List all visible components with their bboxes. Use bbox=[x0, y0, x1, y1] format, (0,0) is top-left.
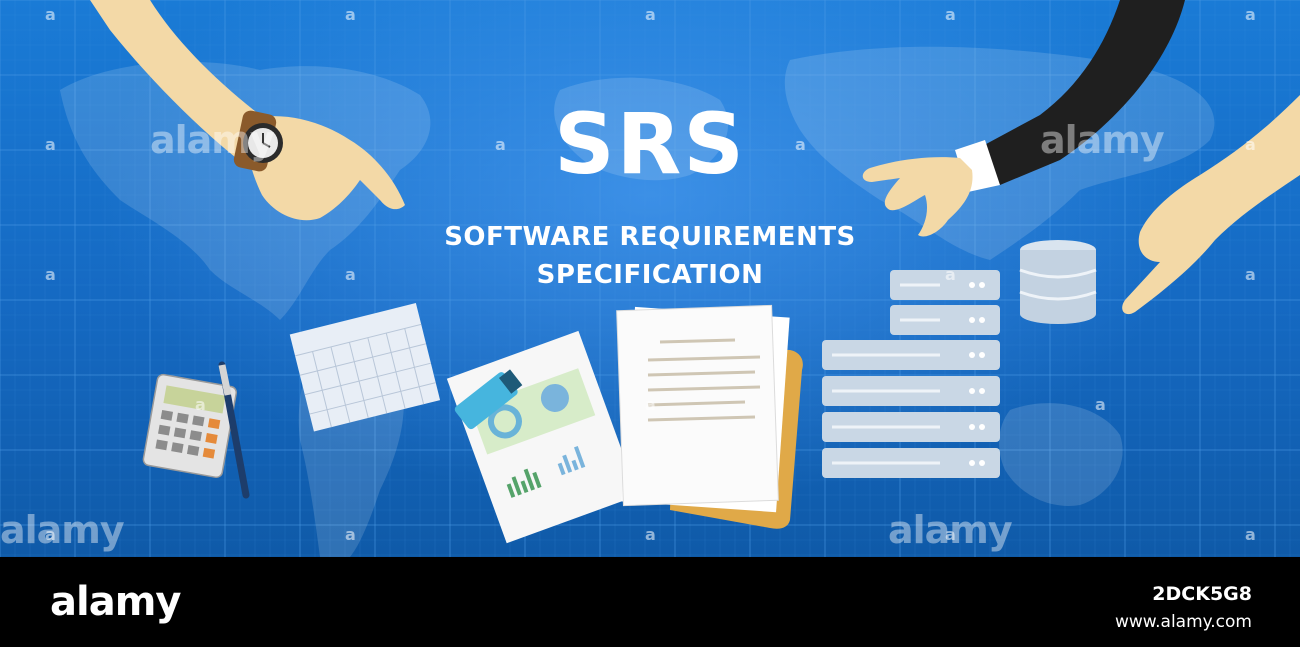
calendar-icon bbox=[289, 303, 441, 432]
watermark-mark: a bbox=[345, 525, 356, 544]
watermark-text: alamy bbox=[0, 508, 125, 552]
watermark-text: alamy bbox=[888, 508, 1013, 552]
watermark-text: alamy bbox=[150, 118, 275, 162]
watermark-mark: a bbox=[45, 525, 56, 544]
watermark-mark: a bbox=[1245, 5, 1256, 24]
watermark-mark: a bbox=[645, 5, 656, 24]
watermark-mark: a bbox=[495, 135, 506, 154]
watermark-mark: a bbox=[345, 5, 356, 24]
watermark-mark: a bbox=[945, 265, 956, 284]
footer-bar: alamy 2DCK5G8 www.alamy.com bbox=[0, 557, 1300, 647]
report-document-icon bbox=[446, 330, 639, 544]
watermark-text: alamy bbox=[1040, 118, 1165, 162]
watermark-mark: a bbox=[645, 525, 656, 544]
subtitle-line-1: SOFTWARE REQUIREMENTS bbox=[444, 222, 856, 252]
watermark-mark: a bbox=[1245, 265, 1256, 284]
watermark-mark: a bbox=[1095, 395, 1106, 414]
far-right-hand bbox=[1122, 95, 1300, 315]
watermark-mark: a bbox=[1245, 135, 1256, 154]
right-hand-suit bbox=[862, 0, 1185, 237]
watermark-mark: a bbox=[45, 265, 56, 284]
watermark-mark: a bbox=[945, 525, 956, 544]
left-hand-pointing bbox=[90, 0, 405, 221]
footer-url: www.alamy.com bbox=[1114, 612, 1252, 632]
watermark-mark: a bbox=[945, 5, 956, 24]
pen-icon bbox=[218, 361, 250, 499]
watermark-mark: a bbox=[1245, 525, 1256, 544]
calculator-icon bbox=[142, 373, 238, 479]
watermark-mark: a bbox=[795, 135, 806, 154]
footer-logo: alamy bbox=[50, 579, 181, 625]
watermark-mark: a bbox=[645, 395, 656, 414]
database-icon bbox=[1019, 240, 1097, 324]
server-rack-icon bbox=[822, 270, 1000, 478]
paper-stack-icon bbox=[616, 304, 803, 529]
highlighter-icon bbox=[454, 369, 523, 430]
watermark-mark: a bbox=[345, 265, 356, 284]
watermark-mark: a bbox=[45, 135, 56, 154]
watermark-mark: a bbox=[45, 5, 56, 24]
headline: SRS bbox=[554, 95, 746, 193]
image-id: 2DCK5G8 bbox=[1152, 583, 1252, 605]
scene bbox=[60, 0, 1300, 557]
watermark-mark: a bbox=[195, 395, 206, 414]
subtitle-line-2: SPECIFICATION bbox=[536, 260, 764, 290]
illustration: SRS SOFTWARE REQUIREMENTS SPECIFICATION … bbox=[0, 0, 1300, 557]
